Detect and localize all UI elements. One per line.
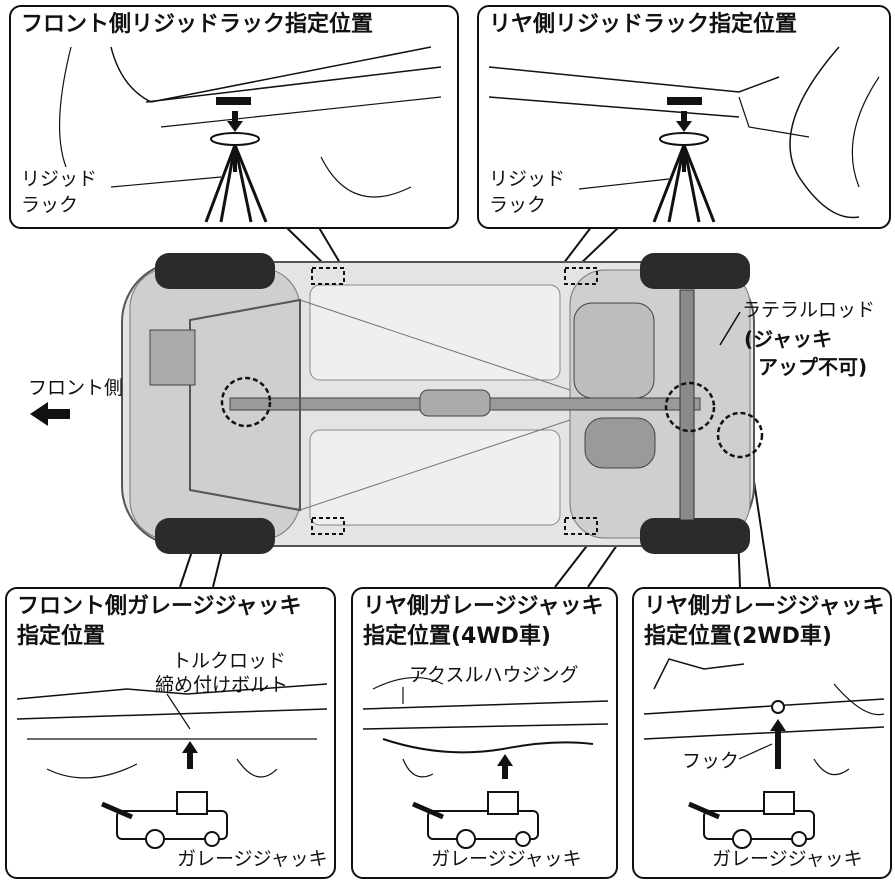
tire-rear-right (640, 518, 750, 554)
hook-label: フック (682, 750, 740, 772)
lateral-rod-label: ラテラルロッド (742, 299, 876, 321)
rigid-rack-marker-rear-right (564, 517, 598, 535)
fuel-tank (573, 302, 655, 399)
garage-jack-icon (101, 791, 228, 849)
rear-4wd-jack-illustration (362, 676, 609, 849)
muffler (584, 417, 656, 469)
up-arrow-icon (497, 754, 513, 779)
no-jack-label-2: アップ不可) (758, 355, 868, 379)
garage-jack-label: ガレージジャッキ (177, 848, 328, 870)
rigid-rack-label-1: リジッド (489, 168, 566, 190)
rigid-rack-marker-front-left (311, 267, 345, 285)
garage-jack-icon (412, 791, 539, 849)
tire-front-left (155, 253, 275, 289)
panel-title-1: フロント側ガレージジャッキ (17, 594, 302, 619)
panel-rear-rigid-rack: リヤ側リジッドラック指定位置 リジッド ラック (477, 5, 891, 229)
garage-jack-icon (688, 791, 815, 849)
front-arrow-icon (30, 402, 70, 426)
panel-title-1: リヤ側ガレージジャッキ (644, 594, 885, 619)
rear-2wd-jack-illustration (643, 658, 885, 849)
jack-point-rear-2wd (716, 411, 764, 459)
jack-point-front (220, 376, 272, 428)
up-arrow-icon (227, 111, 243, 132)
jack-point-rear-4wd (664, 381, 716, 433)
panel-rear-garage-jack-2wd: リヤ側ガレージジャッキ 指定位置(2WD車) フック ガレージジャッキ (632, 587, 892, 879)
panel-title-2: 指定位置(4WD車) (363, 624, 551, 649)
torque-rod-label-1: トルクロッド (172, 650, 287, 672)
axle-housing-label: アクスルハウジング (409, 664, 579, 686)
rear-axle (679, 289, 695, 521)
front-side-label: フロント側 (28, 377, 124, 399)
rear-rigid-rack-illustration (488, 46, 880, 223)
panel-title-2: 指定位置(2WD車) (644, 624, 832, 649)
up-arrow-icon (770, 719, 786, 769)
panel-front-garage-jack: フロント側ガレージジャッキ 指定位置 トルクロッド 締め付けボルト ガレージジャ… (5, 587, 336, 879)
torque-rod-label-2: 締め付けボルト (155, 674, 289, 696)
panel-front-rigid-rack: フロント側リジッドラック指定位置 リジッド ラック (9, 5, 459, 229)
garage-jack-label: ガレージジャッキ (712, 848, 863, 870)
rigid-rack-label-1: リジッド (21, 168, 98, 190)
no-jack-label-1: (ジャッキ (744, 327, 833, 351)
up-arrow-icon (676, 111, 692, 132)
panel-title: リヤ側リジッドラック指定位置 (489, 12, 798, 37)
rigid-rack-label-2: ラック (21, 194, 79, 216)
panel-title-2: 指定位置 (17, 624, 106, 649)
front-rigid-rack-illustration (58, 46, 442, 223)
up-arrow-icon (182, 741, 198, 769)
panel-title-1: リヤ側ガレージジャッキ (363, 594, 604, 619)
rigid-rack-marker-front-right (311, 517, 345, 535)
tire-front-right (155, 518, 275, 554)
tire-rear-left (640, 253, 750, 289)
panel-title: フロント側リジッドラック指定位置 (21, 12, 374, 37)
rigid-rack-label-2: ラック (489, 194, 547, 216)
rigid-rack-marker-rear-left (564, 267, 598, 285)
panel-rear-garage-jack-4wd: リヤ側ガレージジャッキ 指定位置(4WD車) アクスルハウジング ガレージジャッ… (351, 587, 618, 879)
vehicle-underbody (121, 253, 764, 554)
front-jack-illustration (16, 683, 328, 849)
garage-jack-label: ガレージジャッキ (431, 848, 582, 870)
